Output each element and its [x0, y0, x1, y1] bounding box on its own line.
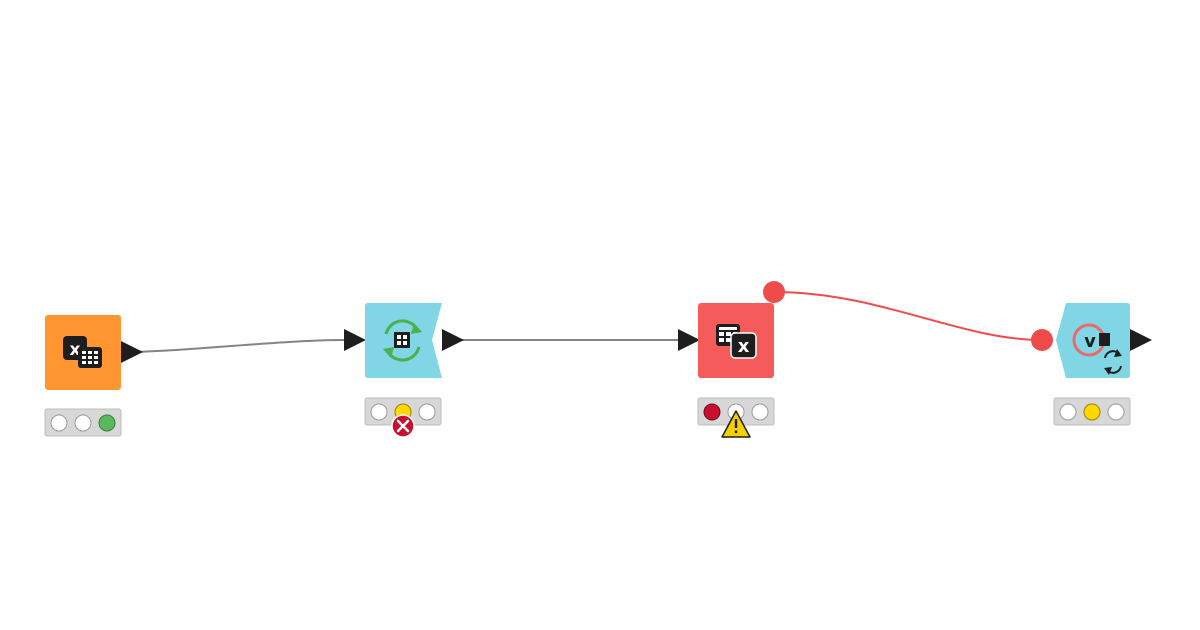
input-port-data[interactable]	[344, 329, 366, 351]
variable-loop-end-icon: v	[1072, 323, 1122, 375]
loop-table-icon	[383, 319, 422, 362]
output-port-flow-variable[interactable]	[763, 281, 785, 303]
output-port-data[interactable]	[442, 329, 464, 351]
connection-flow-variable-excel-writer-to-loop-end[interactable]	[773, 291, 1043, 341]
node-excel-writer[interactable]: x	[678, 281, 785, 438]
error-icon[interactable]	[391, 414, 415, 438]
input-port-flow-variable[interactable]	[1031, 329, 1053, 351]
node-body-variable-loop-end[interactable]	[1056, 303, 1130, 378]
status-traffic-light-executed	[44, 408, 122, 437]
status-light-yellow	[1083, 403, 1101, 421]
input-port-data[interactable]	[678, 329, 700, 351]
warning-icon[interactable]	[721, 410, 751, 438]
excel-table-icon: x	[63, 336, 102, 368]
status-light-red	[703, 403, 721, 421]
status-light-green	[98, 414, 116, 432]
output-port-data[interactable]	[121, 341, 143, 363]
output-port-data[interactable]	[1130, 329, 1152, 351]
svg-text:v: v	[1084, 331, 1096, 352]
node-variable-loop-end[interactable]: v	[1031, 303, 1152, 426]
node-excel-reader[interactable]: x	[44, 315, 143, 437]
svg-text:x: x	[738, 336, 750, 357]
table-to-excel-icon: x	[716, 324, 757, 359]
node-loop-start[interactable]	[344, 303, 464, 438]
status-traffic-light-configured	[1053, 397, 1131, 426]
connection-excel-reader-to-loop-start[interactable]	[129, 339, 345, 353]
svg-text:x: x	[70, 340, 81, 360]
